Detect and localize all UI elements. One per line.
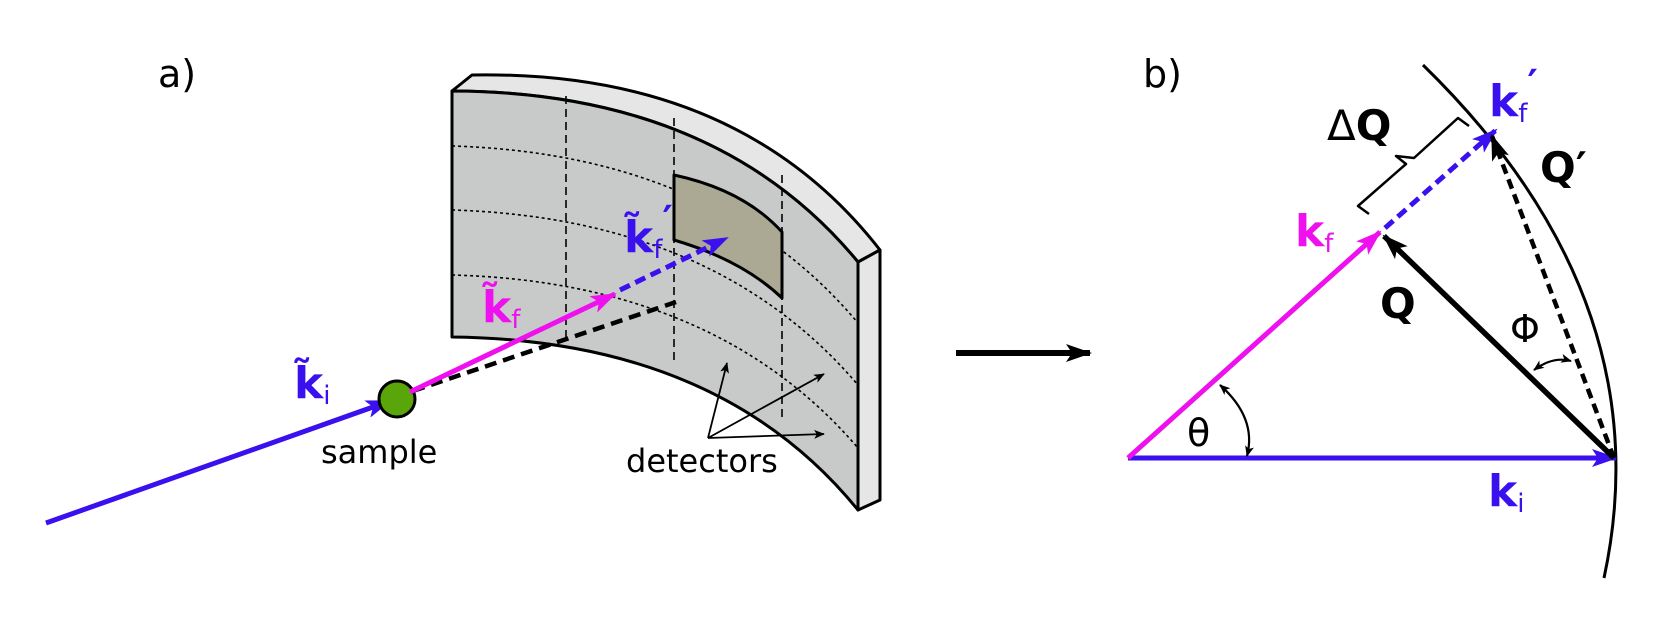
theta-angle-arc — [1219, 384, 1254, 457]
panel-a-label: a) — [158, 52, 196, 96]
q-label: Q — [1380, 279, 1416, 328]
detector-panel-face — [450, 89, 860, 512]
panel-b-kf-prime-label: kf′ — [1489, 62, 1538, 129]
panel-a-kf-prime-label: k̃f′ — [624, 198, 673, 265]
panel-a: a) — [45, 52, 882, 526]
panel-b-label: b) — [1143, 52, 1182, 96]
phi-label: Φ — [1510, 307, 1540, 351]
delta-q-label: ΔQ — [1327, 101, 1391, 150]
sample-dot — [377, 379, 417, 419]
panel-b-ki-label: ki — [1488, 466, 1525, 519]
panel-b-kf-arrow — [1126, 230, 1382, 460]
sample-label: sample — [321, 433, 437, 471]
incident-beam-arrow — [45, 398, 392, 526]
phi-angle-arc — [1533, 354, 1572, 371]
panel-a-kf-label: k̃f — [482, 280, 522, 335]
delta-q-brace — [1356, 116, 1470, 216]
detector-panel-side — [856, 248, 882, 512]
panel-b-kf-label: kf — [1295, 206, 1334, 259]
detectors-label: detectors — [626, 442, 778, 480]
q-arrow — [1382, 234, 1616, 460]
detector-pointers — [707, 362, 825, 439]
panel-b: b) ΔQ kf′ Q′ kf Q Φ θ ki — [1126, 52, 1618, 579]
panel-b-kf-prime-arrow — [1383, 128, 1498, 230]
q-prime-arrow — [1489, 134, 1617, 459]
kf-prime-arrow — [618, 235, 729, 293]
panel-a-ki-label: k̃i — [294, 356, 331, 411]
q-projection-dashed — [394, 299, 677, 400]
theta-label: θ — [1187, 411, 1210, 455]
q-prime-label: Q′ — [1540, 143, 1587, 192]
kf-arrow — [408, 291, 617, 395]
